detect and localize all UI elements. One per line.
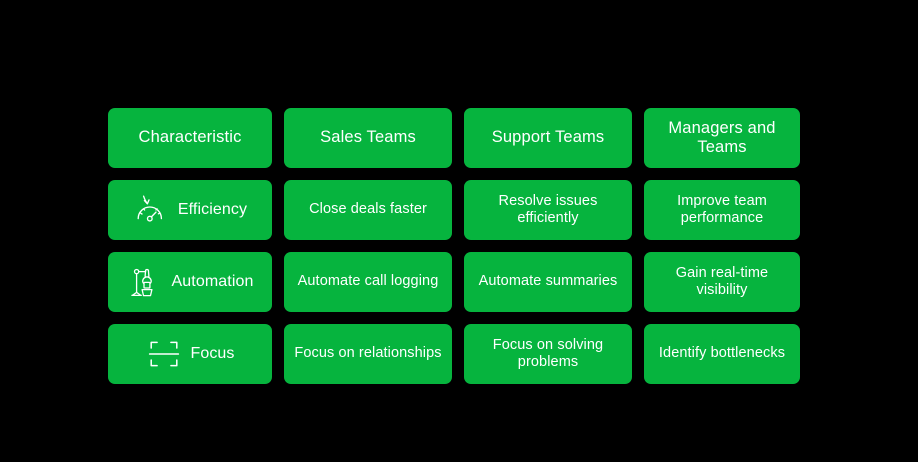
row-header-automation: Automation xyxy=(108,252,272,312)
cell-efficiency-support: Resolve issues efficiently xyxy=(464,180,632,240)
table-grid: Characteristic Sales Teams Support Teams… xyxy=(108,108,800,384)
cell-focus-support: Focus on solving problems xyxy=(464,324,632,384)
column-header-sales-teams: Sales Teams xyxy=(284,108,452,168)
row-header-efficiency: Efficiency xyxy=(108,180,272,240)
cell-automation-managers: Gain real-time visibility xyxy=(644,252,800,312)
cell-automation-support: Automate summaries xyxy=(464,252,632,312)
gauge-down-arrow-icon xyxy=(135,193,169,227)
row-header-focus: Focus xyxy=(108,324,272,384)
row-label-efficiency: Efficiency xyxy=(177,200,248,218)
column-header-managers-and-teams: Managers and Teams xyxy=(644,108,800,168)
robot-arm-icon xyxy=(129,265,163,299)
cell-efficiency-managers: Improve team performance xyxy=(644,180,800,240)
cell-focus-managers: Identify bottlenecks xyxy=(644,324,800,384)
column-header-characteristic: Characteristic xyxy=(108,108,272,168)
cell-efficiency-sales: Close deals faster xyxy=(284,180,452,240)
cell-focus-sales: Focus on relationships xyxy=(284,324,452,384)
comparison-table: Characteristic Sales Teams Support Teams… xyxy=(108,108,800,384)
row-label-automation: Automation xyxy=(171,272,254,290)
column-header-support-teams: Support Teams xyxy=(464,108,632,168)
row-label-focus: Focus xyxy=(190,344,235,362)
cell-automation-sales: Automate call logging xyxy=(284,252,452,312)
focus-frame-icon xyxy=(147,337,181,371)
